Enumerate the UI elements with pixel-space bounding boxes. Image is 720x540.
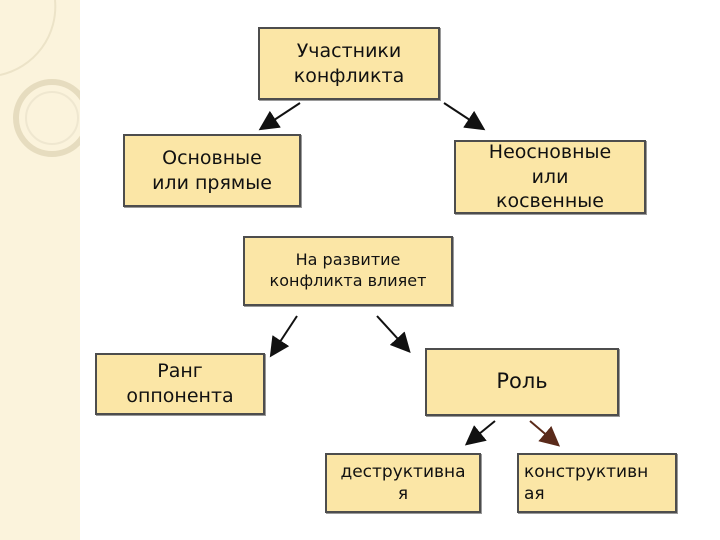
node-influence: На развитие конфликта влияет [243, 236, 453, 306]
node-influence-label: На развитие конфликта влияет [269, 250, 427, 290]
node-primary-label: Основные или прямые [152, 146, 272, 194]
node-destructive-label: деструктивна я [340, 461, 466, 504]
node-role-label: Роль [496, 369, 548, 394]
node-rank: Ранг оппонента [95, 353, 265, 415]
side-strip [0, 0, 80, 540]
node-participants: Участники конфликта [258, 27, 440, 100]
node-destructive: деструктивна я [325, 453, 481, 513]
node-role: Роль [425, 348, 619, 416]
arrow-to-rank [269, 315, 298, 358]
arrow-to-secondary [443, 102, 486, 131]
node-constructive-label: конструктивн ая [524, 461, 649, 504]
node-secondary: Неосновные или косвенные [454, 140, 646, 214]
node-primary: Основные или прямые [123, 134, 301, 207]
arrow-to-primary [258, 102, 301, 131]
decorative-circles [0, 0, 80, 157]
node-secondary-label: Неосновные или косвенные [488, 141, 612, 213]
node-rank-label: Ранг оппонента [126, 360, 234, 407]
arrow-to-destructive [464, 420, 496, 446]
arrow-to-role [376, 315, 411, 353]
node-constructive: конструктивн ая [517, 453, 677, 513]
arrow-to-constructive [529, 420, 561, 447]
node-participants-label: Участники конфликта [293, 39, 405, 87]
